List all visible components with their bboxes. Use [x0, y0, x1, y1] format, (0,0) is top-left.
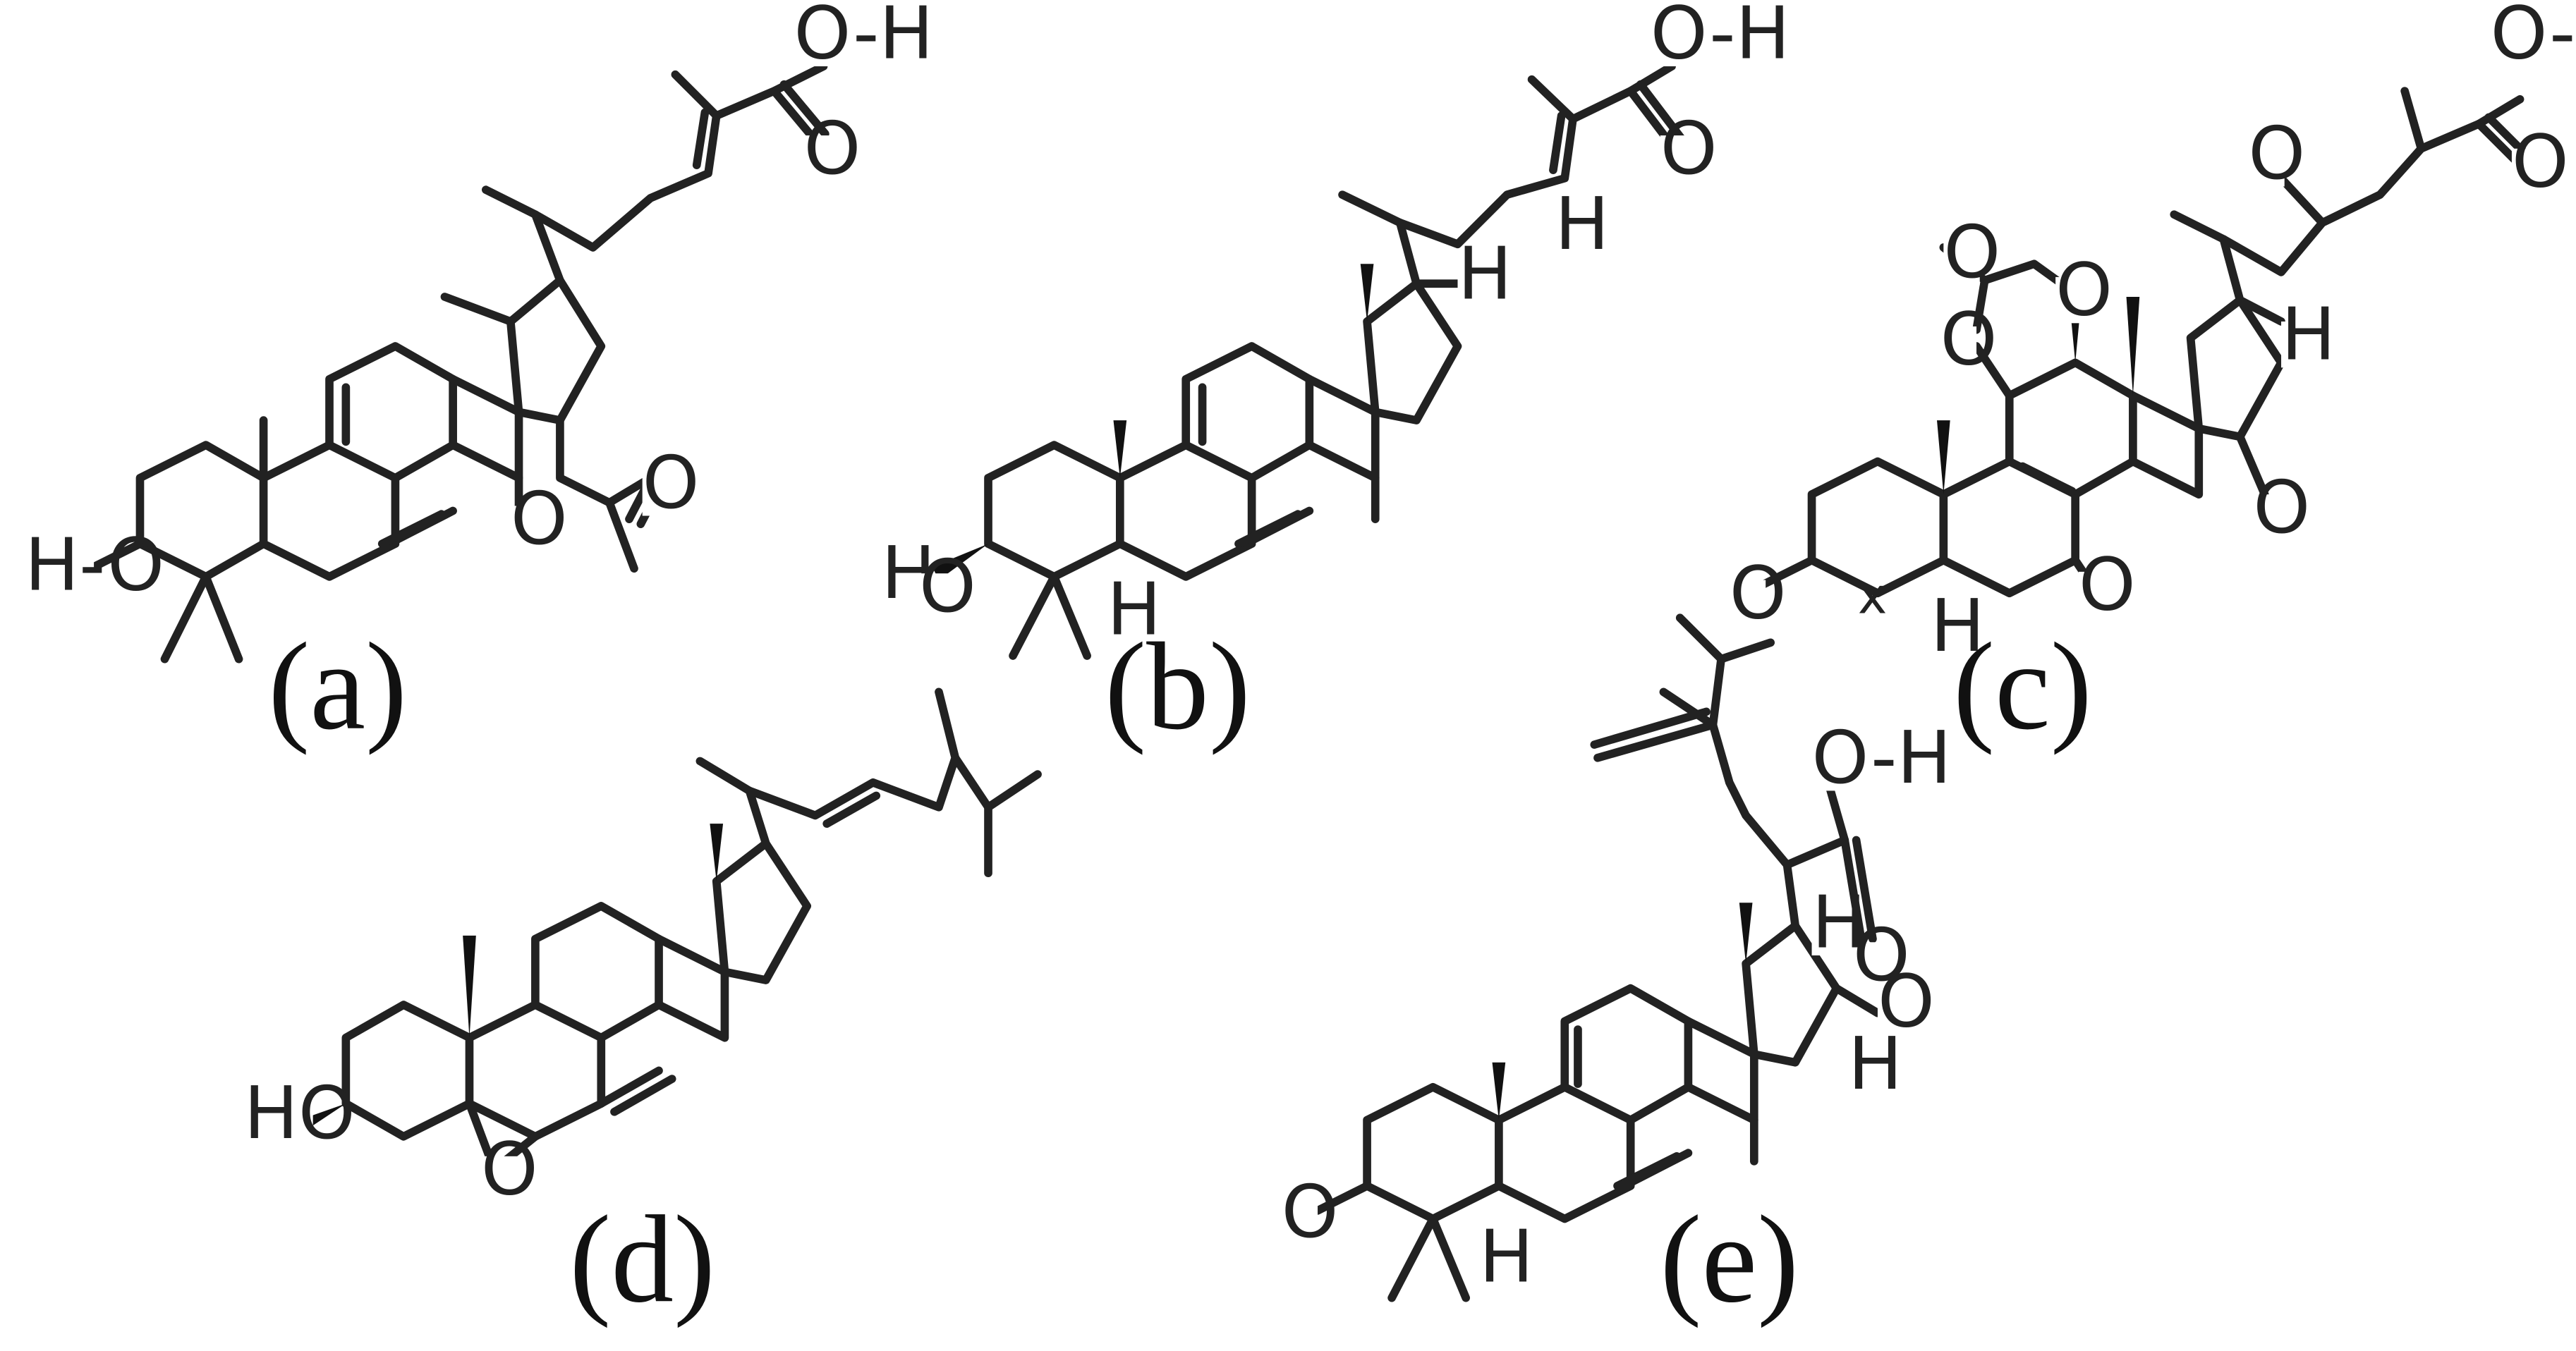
- atom-label: H: [1931, 585, 1985, 668]
- atom-label: H: [1107, 568, 1161, 652]
- atom-label: O: [2248, 112, 2305, 196]
- panel-label-e: (e): [1660, 1190, 1799, 1328]
- atom-label: H: [1555, 183, 1609, 267]
- panel-label-c: (c): [1953, 618, 2092, 756]
- atom-label: O: [1660, 107, 1718, 191]
- panel-label-a: (a): [268, 618, 407, 756]
- atom-label: O: [1853, 914, 1910, 998]
- atom-label: O: [481, 1128, 538, 1212]
- atom-label: H: [1479, 1215, 1533, 1299]
- structure-d: HO O: [243, 687, 1042, 1212]
- structure-a: O-H O H-O O O: [25, 0, 934, 664]
- atom-label: O: [2055, 249, 2113, 333]
- atom-label: O: [1282, 1170, 1339, 1254]
- atom-label: H: [2281, 293, 2335, 377]
- panel-label-d: (d): [569, 1190, 715, 1328]
- atom-label: H: [1848, 1022, 1902, 1106]
- atom-label: O: [511, 477, 568, 561]
- atom-label: O: [2512, 120, 2569, 204]
- structure-c: O-H O O O O O H O O O H x: [1729, 0, 2576, 668]
- atom-label: H: [1812, 881, 1866, 965]
- atom-label: O: [1940, 298, 1998, 382]
- atom-label: O: [2253, 466, 2310, 550]
- atom-label: O-H: [1812, 716, 1952, 800]
- atom-label: O: [919, 545, 976, 629]
- atom-label: O: [1943, 211, 2000, 295]
- atom-label: O: [1878, 960, 1935, 1044]
- atom-label: x: [1858, 567, 1887, 625]
- panel-label-b: (b): [1105, 618, 1251, 756]
- atom-label: O: [803, 107, 861, 191]
- atom-label: O: [643, 441, 700, 525]
- atom-label: O-H: [794, 0, 933, 75]
- atom-label: H: [1458, 232, 1512, 316]
- structure-e: O-H O H O H O H: [1281, 613, 1952, 1302]
- structure-b: O-H O H H H O H: [881, 0, 1790, 660]
- atom-label: HO: [244, 1072, 356, 1156]
- atom-label: O: [2079, 544, 2136, 628]
- atom-label: O-H: [2491, 0, 2576, 75]
- atom-label: H-O: [25, 524, 164, 608]
- atom-label: O-H: [1651, 0, 1790, 75]
- atom-label: O: [1730, 551, 1787, 635]
